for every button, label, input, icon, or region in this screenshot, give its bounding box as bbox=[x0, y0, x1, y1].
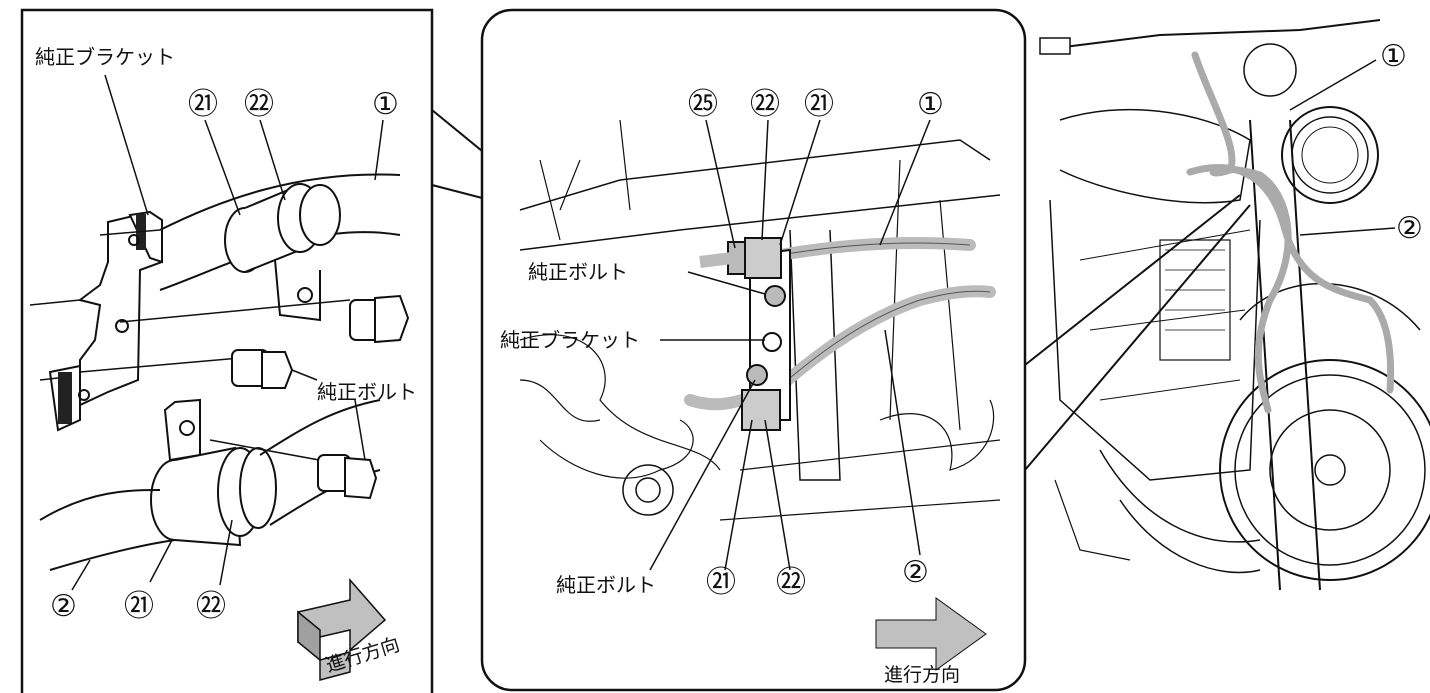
callout-1-left: ① bbox=[372, 87, 399, 122]
callout-22-left-top: ㉒ bbox=[244, 87, 274, 122]
callout-22-middle-bottom: ㉒ bbox=[776, 565, 806, 600]
callout-21-left-top: ㉑ bbox=[188, 87, 218, 122]
callout-2-left: ② bbox=[50, 589, 77, 624]
middle-detail-panel bbox=[480, 8, 1027, 692]
label-genuine-bolt-left: 純正ボルト bbox=[317, 380, 417, 404]
label-genuine-bolt-middle-top: 純正ボルト bbox=[528, 260, 628, 284]
callout-21-middle-bottom: ㉑ bbox=[706, 565, 736, 600]
callout-2-right: ② bbox=[1396, 211, 1423, 246]
callout-25-middle: ㉕ bbox=[688, 87, 718, 122]
callout-22-middle-top: ㉒ bbox=[750, 87, 780, 122]
callout-1-right: ① bbox=[1380, 39, 1407, 74]
callout-1-middle: ① bbox=[917, 87, 944, 122]
callout-22-left-bottom: ㉒ bbox=[196, 589, 226, 624]
direction-label-middle: 進行方向 bbox=[884, 664, 961, 686]
label-genuine-bracket-left: 純正ブラケット bbox=[35, 45, 175, 69]
callout-21-left-bottom: ㉑ bbox=[124, 589, 154, 624]
left-detail-panel bbox=[20, 8, 434, 693]
callout-2-middle: ② bbox=[902, 555, 929, 590]
label-genuine-bolt-middle-bottom: 純正ボルト bbox=[556, 573, 656, 597]
motorcycle-illustration bbox=[1039, 19, 1430, 591]
callout-21-middle-top: ㉑ bbox=[804, 87, 834, 122]
label-genuine-bracket-middle: 純正ブラケット bbox=[500, 328, 640, 352]
